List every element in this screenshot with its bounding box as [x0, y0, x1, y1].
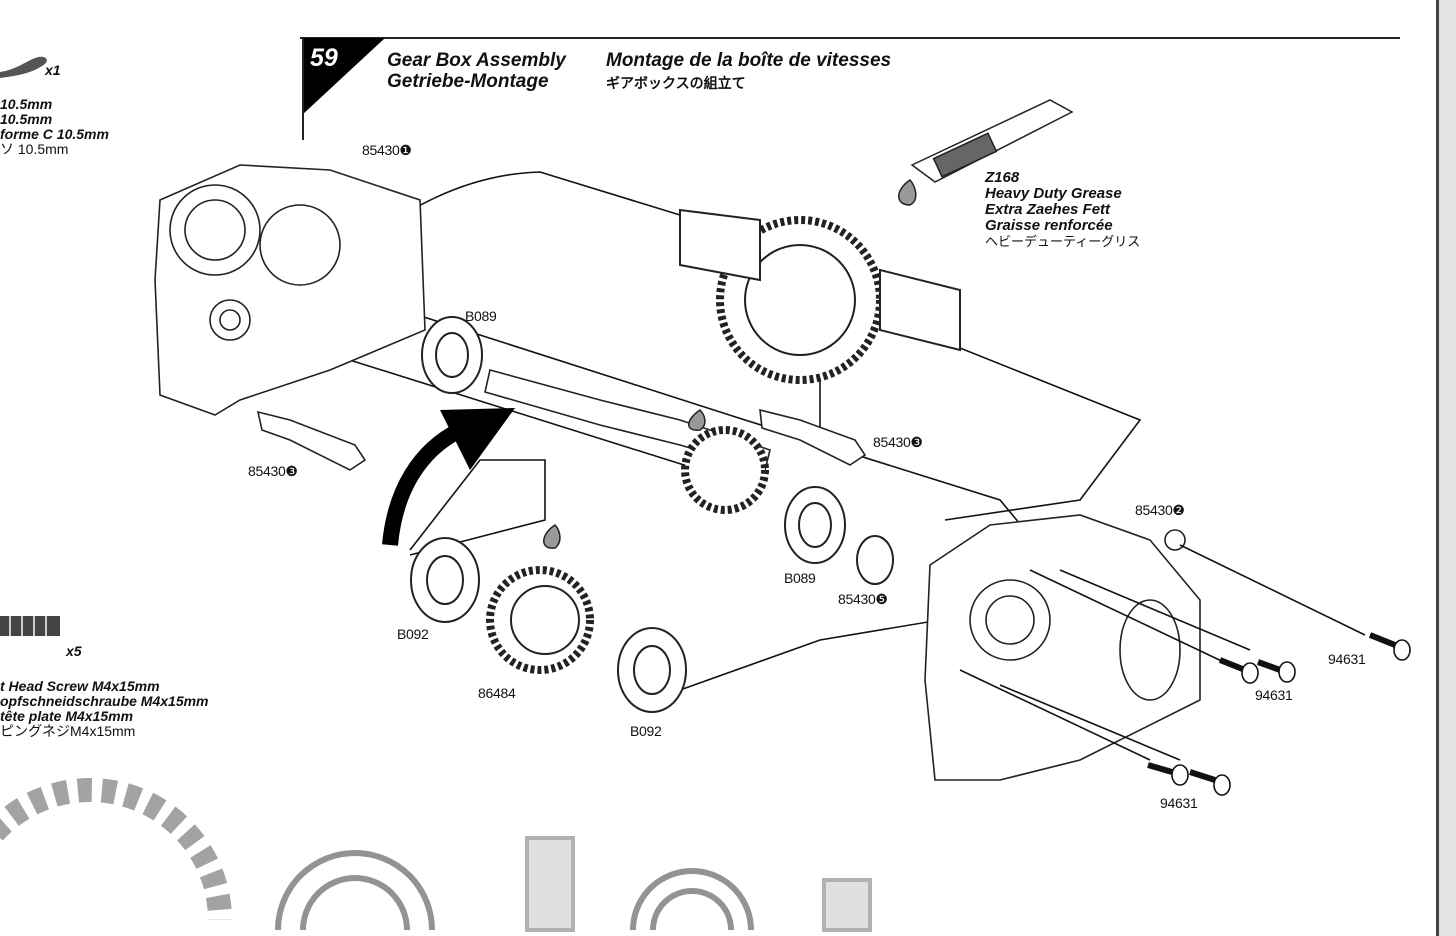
label-screw-right: 94631 [1328, 651, 1366, 667]
grease-code: Z168 [985, 169, 1020, 186]
pinion-gear [681, 426, 769, 514]
label-screw-mid: 94631 [1255, 687, 1293, 703]
label-bearing-low-right: B092 [630, 723, 662, 739]
rotate-arrow-shaft [382, 422, 464, 546]
step-number: 59 [310, 44, 338, 72]
clip-line: 10.5mm [0, 111, 53, 127]
clip-line: ソ 10.5mm [0, 141, 69, 157]
title-jp: ギアボックスの組立て [606, 75, 746, 91]
label-bushing: 85430❺ [838, 591, 888, 607]
gearbox-case-right [924, 514, 1201, 781]
label-gear: 86484 [478, 685, 516, 701]
side-panel-scrollbar[interactable] [1439, 0, 1456, 936]
clip-icon [0, 56, 47, 78]
clip-line: forme C 10.5mm [0, 126, 109, 142]
clip-qty: x1 [45, 62, 61, 78]
screw-line: t Head Screw M4x15mm [0, 678, 160, 694]
gearbox-case-left [154, 164, 426, 416]
screw-arrows [959, 544, 1366, 761]
title-de: Getriebe-Montage [387, 71, 549, 92]
grease-jp: ヘビーデューティーグリス [985, 234, 1141, 249]
label-mount-right: 85430❸ [873, 434, 923, 450]
label-bearing-low-left: B092 [397, 626, 429, 642]
title-fr: Montage de la boîte de vitesses [606, 50, 892, 71]
grease-tube-label [932, 132, 998, 178]
grease-drop-icon [688, 409, 706, 431]
clip-line: 10.5mm [0, 96, 53, 112]
label-bearing-mid: B089 [784, 570, 816, 586]
mount-right [759, 408, 867, 466]
grease-fr: Graisse renforcée [985, 217, 1113, 234]
screw-line: tête plate M4x15mm [0, 708, 134, 724]
screw-description: t Head Screw M4x15mm opfschneidschraube … [0, 679, 209, 739]
screw-line: ピングネジM4x15mm [0, 723, 136, 739]
grease-note: Z168 Heavy Duty Grease Extra Zaehes Fett… [985, 170, 1140, 250]
clip-description: 10.5mm 10.5mm forme C 10.5mm ソ 10.5mm [0, 97, 109, 157]
diff-outdrive-right [879, 268, 961, 352]
screw-icon-threads [9, 616, 47, 636]
mount-left [256, 410, 367, 471]
grease-en: Heavy Duty Grease [985, 185, 1122, 202]
grease-de: Extra Zaehes Fett [985, 201, 1111, 218]
label-case-left: 85430❶ [362, 142, 412, 158]
watermark [0, 778, 872, 932]
label-screw-bottom: 94631 [1160, 795, 1198, 811]
rotate-arrow-icon [440, 408, 515, 470]
screw-line: opfschneidschraube M4x15mm [0, 693, 209, 709]
label-mount-left: 85430❸ [248, 463, 298, 479]
screws-94631 [1147, 632, 1411, 796]
bushing-85430-5 [856, 535, 894, 585]
step-badge [302, 38, 385, 115]
label-bearing-top: B089 [465, 308, 497, 324]
label-case-right: 85430❷ [1135, 502, 1185, 518]
grease-drop-icon [543, 524, 561, 549]
title-en: Gear Box Assembly [387, 50, 566, 71]
screw-qty: x5 [66, 643, 82, 659]
page-border [1436, 0, 1439, 936]
diff-outdrive-left [679, 208, 761, 282]
grease-drop-icon [898, 179, 917, 206]
